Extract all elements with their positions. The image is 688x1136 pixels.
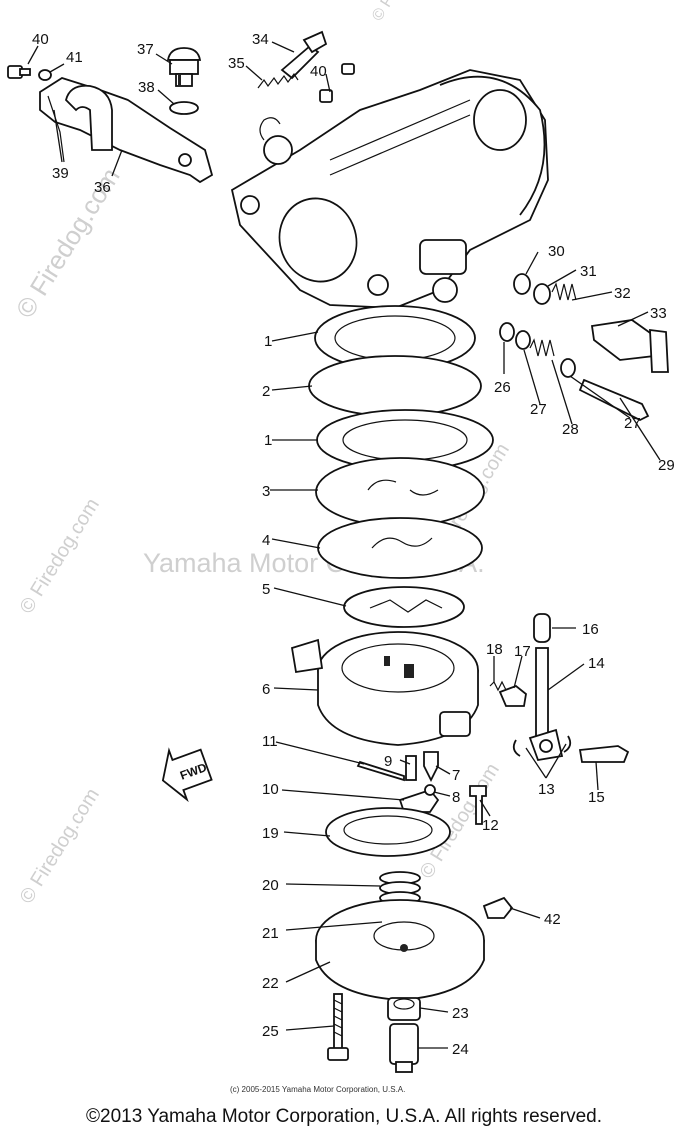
callout-12: 12 — [482, 817, 499, 834]
callout-25: 25 — [262, 1023, 279, 1040]
o-ring-26 — [499, 322, 515, 342]
callout-41: 41 — [66, 49, 83, 66]
leader-lines — [27, 41, 661, 1049]
watermark-diagonal-3: © Firedog.com — [16, 785, 104, 908]
callout-7: 7 — [452, 767, 460, 784]
diaphragm-4 — [317, 517, 483, 579]
callout-40-top-left: 40 — [32, 31, 49, 48]
washer-27-a — [515, 330, 531, 350]
fitting-24 — [389, 1023, 419, 1073]
pump-body-3 — [315, 457, 485, 527]
callout-15: 15 — [588, 789, 605, 806]
callout-36: 36 — [94, 179, 111, 196]
callout-22: 22 — [262, 975, 279, 992]
spring-9 — [405, 755, 417, 781]
fwd-arrow: FWD — [161, 747, 213, 803]
mixture-screw-33 — [590, 319, 669, 373]
check-valve-5 — [343, 586, 465, 628]
callout-10: 10 — [262, 781, 279, 798]
shaft-14 — [528, 647, 564, 762]
bolt-40-middle — [319, 63, 355, 103]
parts-artwork: FWD — [7, 30, 669, 1073]
callout-33: 33 — [650, 305, 667, 322]
callout-labels: 40 41 37 38 39 36 34 35 40 1 2 1 3 4 5 6… — [32, 31, 675, 1058]
washer-38 — [169, 101, 199, 115]
washer-31 — [533, 283, 551, 305]
screw-29 — [578, 378, 650, 422]
callout-37: 37 — [137, 41, 154, 58]
bolt-25 — [327, 993, 349, 1061]
spring-18 — [489, 680, 507, 692]
bolt-40-top-left — [7, 65, 31, 79]
callout-21: 21 — [262, 925, 279, 942]
screw-42 — [482, 896, 514, 919]
screw-12 — [469, 785, 487, 825]
callout-3: 3 — [262, 483, 270, 500]
clip-13-a — [512, 739, 521, 757]
callout-23: 23 — [452, 1005, 469, 1022]
callout-14: 14 — [588, 655, 605, 672]
callout-35: 35 — [228, 55, 245, 72]
washer-41 — [38, 69, 52, 81]
pin-15 — [578, 745, 630, 763]
callout-1-lower: 1 — [264, 432, 272, 449]
diaphragm-2 — [308, 355, 482, 417]
callout-4: 4 — [262, 532, 270, 549]
screw-8 — [424, 784, 436, 796]
callout-27-a: 27 — [530, 401, 547, 418]
callout-18: 18 — [486, 641, 503, 658]
carburetor-body-6 — [290, 631, 479, 746]
clip-13-b — [563, 735, 572, 753]
spring-32 — [551, 282, 577, 301]
callout-8: 8 — [452, 789, 460, 806]
bracket-36 — [39, 77, 214, 184]
callout-9: 9 — [384, 753, 392, 770]
callout-6: 6 — [262, 681, 270, 698]
callout-27-b: 27 — [624, 415, 641, 432]
callout-40-middle: 40 — [310, 63, 327, 80]
callout-5: 5 — [262, 581, 270, 598]
callout-1-top: 1 — [264, 333, 272, 350]
callout-28: 28 — [562, 421, 579, 438]
callout-32: 32 — [614, 285, 631, 302]
small-copyright: (c) 2005-2015 Yamaha Motor Corporation, … — [230, 1085, 405, 1094]
callout-11: 11 — [262, 733, 278, 750]
screw-17 — [498, 684, 527, 707]
o-ring-30 — [513, 273, 531, 295]
nut-23 — [387, 997, 421, 1021]
callout-42: 42 — [544, 911, 561, 928]
callout-13: 13 — [538, 781, 555, 798]
screw-34 — [280, 30, 328, 80]
callout-2: 2 — [262, 383, 270, 400]
carburetor-body — [230, 69, 549, 309]
washer-27-b — [560, 358, 576, 378]
cover-22 — [315, 899, 485, 1001]
callout-19: 19 — [262, 825, 279, 842]
callout-30: 30 — [548, 243, 565, 260]
callout-26: 26 — [494, 379, 511, 396]
callout-24: 24 — [452, 1041, 469, 1058]
callout-16: 16 — [582, 621, 599, 638]
footer-copyright: ©2013 Yamaha Motor Corporation, U.S.A. A… — [86, 1106, 602, 1127]
spring-28 — [529, 338, 555, 357]
cap-16 — [533, 613, 551, 643]
callout-31: 31 — [580, 263, 597, 280]
cap-37 — [166, 47, 202, 87]
callout-39: 39 — [52, 165, 69, 182]
callout-17: 17 — [514, 643, 531, 660]
pin-11 — [356, 760, 405, 782]
spring-35 — [257, 72, 299, 89]
watermark-diagonal-2: © Firedog.com — [16, 495, 104, 618]
watermark-diagonal-7: © Firedog.com — [369, 0, 439, 24]
callout-20: 20 — [262, 877, 279, 894]
needle-7 — [423, 751, 439, 783]
callout-34: 34 — [252, 31, 269, 48]
callout-29: 29 — [658, 457, 675, 474]
callout-38: 38 — [138, 79, 155, 96]
